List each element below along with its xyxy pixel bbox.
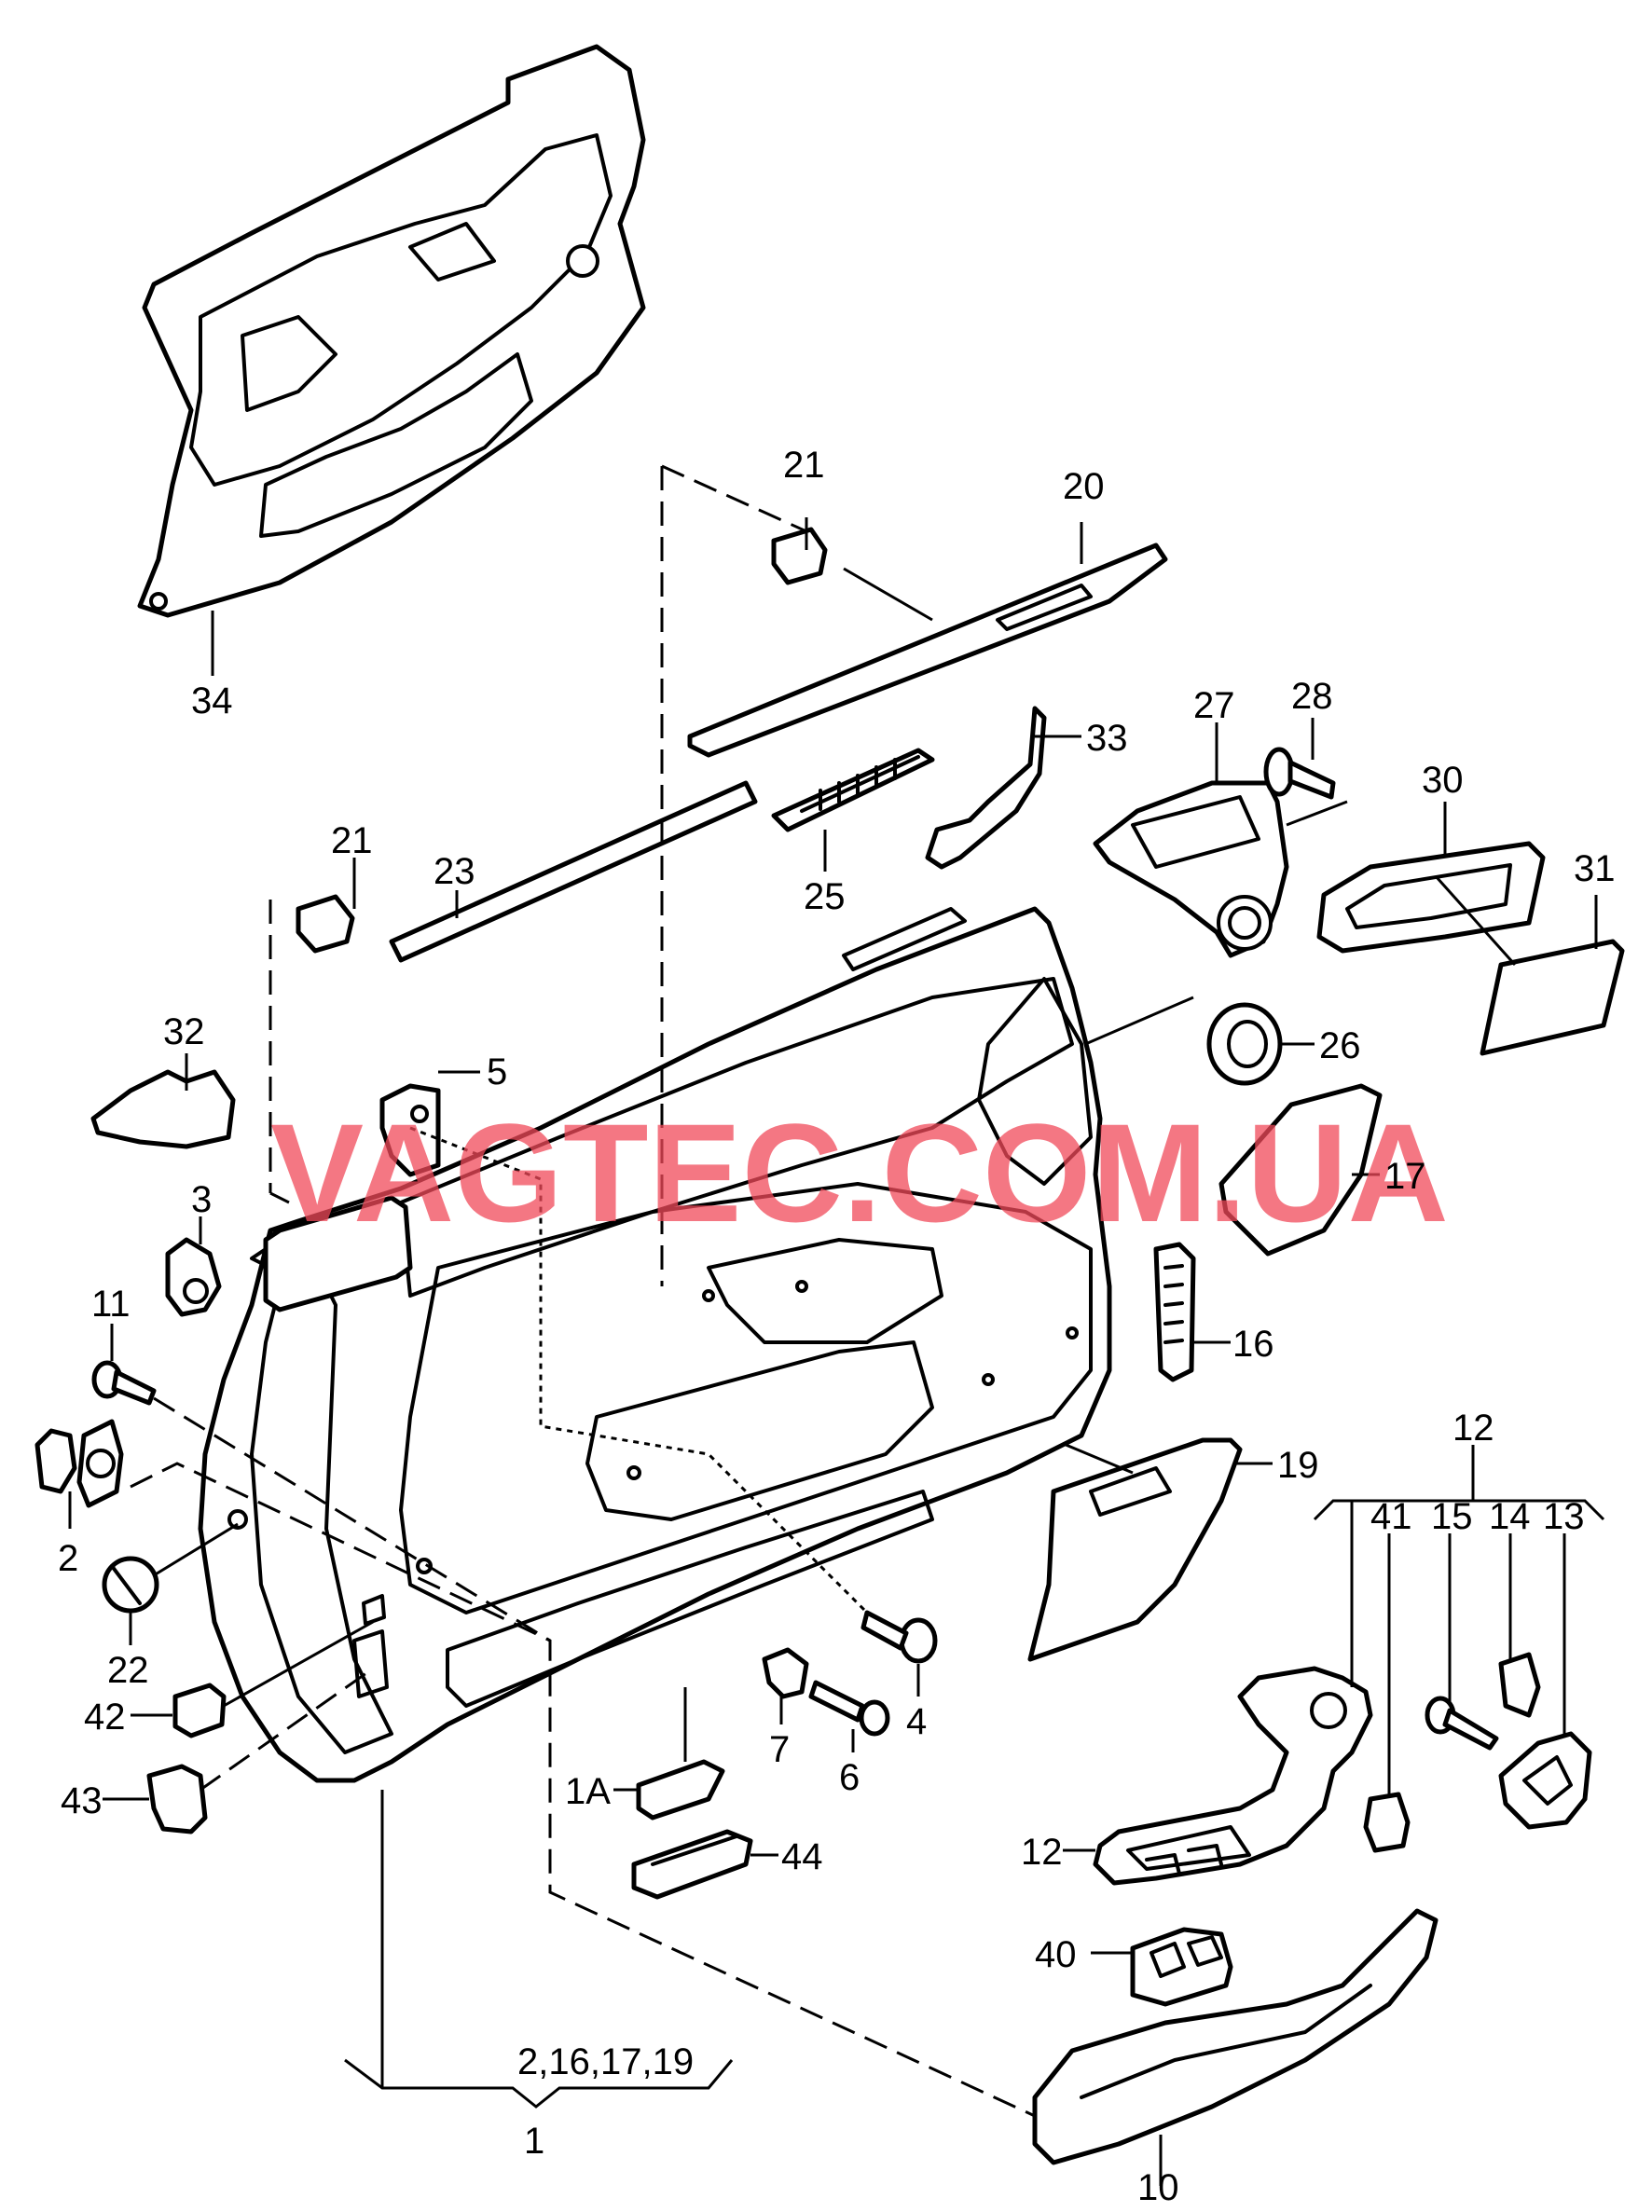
label-25: 25: [804, 876, 846, 917]
label-31: 31: [1574, 848, 1616, 889]
part-44-lamp: [631, 1829, 753, 1900]
part-13-bracket: [1498, 1731, 1592, 1830]
assembly-line-h: [153, 1522, 239, 1577]
part-21-clip-lower: [296, 894, 355, 954]
label-42: 42: [84, 1697, 126, 1738]
leader-31-link: [1434, 874, 1517, 967]
label-34: 34: [191, 680, 233, 721]
label-33: 33: [1086, 718, 1128, 759]
part-22-cap: [102, 1556, 159, 1614]
label-40: 40: [1035, 1934, 1077, 1975]
assembly-line-g: [130, 1462, 551, 1642]
label-14: 14: [1489, 1496, 1531, 1537]
part-43-cover: [146, 1764, 208, 1834]
label-12-lower: 12: [1021, 1832, 1063, 1873]
label-4: 4: [906, 1701, 927, 1742]
part-15-screw: [1425, 1696, 1499, 1751]
callout-labels: 34 21 20 21 23 25 33 27 28 30 31 26 32 5…: [58, 445, 1616, 2208]
part-20-trim-strip: [687, 543, 1168, 758]
part-1A-pad: [636, 1759, 725, 1820]
label-3: 3: [191, 1179, 212, 1220]
part-5-bracket: [379, 1083, 441, 1177]
part-34-insulation-panel: [137, 44, 646, 618]
part-25-speaker-grille: [771, 748, 935, 832]
label-1: 1: [524, 2121, 544, 2162]
part-41-knob: [1363, 1792, 1411, 1853]
label-20: 20: [1063, 466, 1105, 507]
part-19-map-pocket: [1027, 1437, 1243, 1662]
label-12-top: 12: [1452, 1408, 1494, 1449]
label-28: 28: [1291, 676, 1333, 717]
label-16: 16: [1232, 1324, 1274, 1365]
part-14-clip: [1498, 1652, 1541, 1718]
part-27-handle-housing: [1093, 780, 1289, 958]
assembly-line-d: [269, 1191, 290, 1204]
part-21-clip-upper: [771, 527, 828, 585]
bracket-1: [344, 2058, 734, 2109]
label-13: 13: [1543, 1496, 1585, 1537]
assembly-line-b: [661, 464, 807, 533]
part-42-switch: [172, 1683, 227, 1738]
label-1-group: 2,16,17,19: [517, 2041, 694, 2082]
label-23: 23: [434, 851, 475, 892]
part-4-screw: [860, 1610, 938, 1664]
label-10: 10: [1137, 2167, 1179, 2208]
bracket-12: [1313, 1499, 1605, 1521]
part-31-cover: [1480, 939, 1625, 1056]
part-7-clip: [762, 1647, 809, 1699]
leader-20-clip: [843, 567, 933, 622]
label-1A: 1A: [565, 1771, 611, 1812]
part-33-seal: [925, 706, 1047, 870]
label-19: 19: [1277, 1445, 1319, 1486]
label-11: 11: [91, 1284, 131, 1325]
label-41: 41: [1370, 1496, 1412, 1537]
label-2: 2: [58, 1538, 78, 1579]
part-12-switch-panel: [1093, 1666, 1373, 1886]
part-32-bracket: [90, 1069, 236, 1149]
part-16-vent: [1153, 1242, 1196, 1382]
part-3-clip: [165, 1237, 222, 1317]
watermark: VAGTEC.COM.UA: [270, 1094, 1449, 1251]
label-22: 22: [107, 1650, 149, 1691]
label-26: 26: [1319, 1025, 1361, 1066]
label-7: 7: [769, 1729, 790, 1770]
label-44: 44: [781, 1836, 823, 1877]
label-30: 30: [1422, 760, 1464, 801]
part-23-trim-strip: [389, 780, 758, 963]
label-17: 17: [1384, 1156, 1426, 1197]
label-21-lower: 21: [331, 820, 373, 861]
part-6-screw: [808, 1680, 890, 1737]
label-43: 43: [61, 1780, 103, 1821]
label-5: 5: [487, 1051, 507, 1092]
part-30-handle-bezel: [1316, 841, 1546, 954]
assembly-line-e: [409, 1126, 869, 1614]
label-6: 6: [839, 1757, 860, 1798]
part-2-clip-assembly: [34, 1419, 124, 1508]
label-27: 27: [1193, 685, 1235, 726]
label-21-upper: 21: [783, 445, 825, 486]
part-11-screw: [91, 1360, 157, 1406]
label-15: 15: [1431, 1496, 1473, 1537]
part-28-bolt: [1263, 747, 1336, 800]
assembly-line-f: [153, 1396, 1036, 2118]
part-40-switch: [1130, 1927, 1233, 2007]
part-10-armrest: [1032, 1908, 1439, 2165]
part-26-grommet: [1206, 1002, 1283, 1086]
leader-42-link: [223, 1620, 374, 1708]
leader-28-link: [1286, 800, 1348, 827]
part-1-door-trim-panel: [198, 906, 1112, 1783]
label-32: 32: [163, 1011, 205, 1052]
